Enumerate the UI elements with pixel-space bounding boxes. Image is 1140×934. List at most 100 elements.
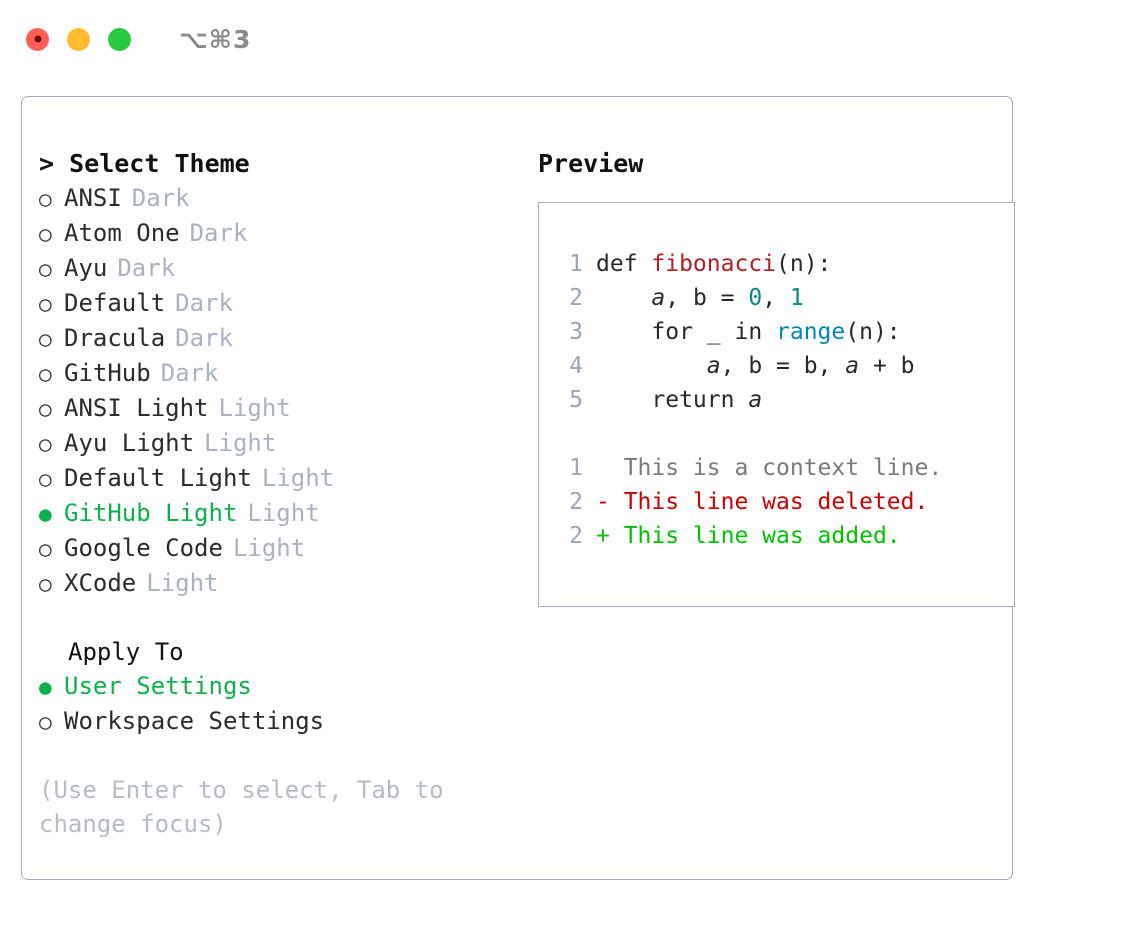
diff-line-add: 2+ This line was added. (559, 519, 1014, 553)
theme-kind-badge: Dark (131, 184, 190, 212)
code-token-plain: , (665, 285, 693, 311)
theme-list-item[interactable]: ○ Dracula Dark (39, 321, 501, 356)
zoom-button-icon[interactable] (108, 27, 131, 51)
code-line: 3 for _ in range(n): (559, 315, 1014, 349)
theme-kind-badge: Light (218, 394, 291, 422)
theme-kind-badge: Light (146, 569, 219, 597)
apply-to-option[interactable]: ○Workspace Settings (39, 704, 501, 739)
code-line-content: for _ in range(n): (596, 315, 900, 349)
theme-name-label: GitHub Light (64, 499, 238, 527)
shortcut-keycap-label: ⌥⌘3 (179, 24, 252, 54)
code-token-var: a (651, 285, 666, 311)
code-token-plain (596, 353, 707, 379)
code-token-num: 0 (748, 285, 763, 311)
line-number: 1 (569, 251, 583, 277)
code-token-func: fibonacci (651, 251, 777, 277)
diff-line-context: 1 This is a context line. (559, 451, 1014, 485)
radio-empty-icon[interactable]: ○ (39, 292, 52, 316)
code-line: 4 a, b = b, a + b (559, 349, 1014, 383)
theme-name-label: Google Code (64, 534, 223, 562)
code-token-num: 1 (789, 285, 804, 311)
code-token-plain: def (596, 251, 652, 277)
radio-empty-icon[interactable]: ○ (39, 432, 52, 456)
radio-selected-icon[interactable]: ● (39, 675, 52, 699)
code-line: 5 return a (559, 383, 1014, 417)
theme-kind-badge: Dark (175, 324, 233, 352)
diff-line-content: + This line was added. (596, 523, 901, 549)
theme-list-item[interactable]: ○ Default Light Light (39, 461, 501, 496)
diff-sample: 1 This is a context line. 2 - This line wa… (559, 451, 1014, 553)
code-token-var: a (845, 353, 860, 379)
radio-empty-icon[interactable]: ○ (39, 537, 52, 561)
diff-line-del: 2 - This line was deleted. (559, 485, 1014, 519)
diff-line-content: This is a context line. (596, 455, 943, 481)
code-token-plain: , b = b, (720, 353, 846, 379)
theme-list-item[interactable]: ○ Google Code Light (39, 531, 501, 566)
theme-list-item[interactable]: ● GitHub Light Light (39, 496, 501, 531)
theme-name-label: Atom One (64, 219, 180, 247)
theme-kind-badge: Light (232, 534, 306, 562)
radio-empty-icon[interactable]: ○ (39, 467, 52, 491)
diff-line-content: - This line was deleted. (596, 489, 929, 515)
code-token-plain: return (596, 387, 749, 413)
theme-list-item[interactable]: ○ ANSI Dark (39, 181, 501, 216)
theme-name-label: Default Light (64, 464, 252, 492)
radio-empty-icon[interactable]: ○ (39, 222, 52, 246)
apply-to-list[interactable]: ● User Settings ○Workspace Settings (39, 669, 501, 739)
code-token-plain: for _ in (596, 319, 777, 345)
code-line-content: return a (596, 383, 762, 417)
theme-list-item[interactable]: ○ ANSI Light Light (39, 391, 501, 426)
code-token-builtin: range (776, 319, 846, 345)
radio-empty-icon[interactable]: ○ (39, 257, 52, 281)
radio-empty-icon[interactable]: ○ (39, 187, 52, 211)
radio-selected-icon[interactable]: ● (39, 502, 52, 526)
theme-kind-badge: Dark (160, 359, 219, 387)
code-token-plain: , (762, 285, 790, 311)
radio-empty-icon[interactable]: ○ (39, 362, 52, 386)
close-button-icon[interactable] (26, 27, 49, 51)
radio-empty-icon[interactable]: ○ (39, 710, 52, 734)
apply-to-section: Apply To ●User Settings○Workspace Settin… (39, 635, 501, 739)
keyboard-hint-text: (Use Enter to select, Tab to change focu… (39, 776, 459, 838)
apply-to-option-label: User Settings (64, 672, 252, 700)
theme-kind-badge: Light (247, 499, 320, 527)
theme-name-label: ANSI (64, 184, 122, 212)
radio-empty-icon[interactable]: ○ (39, 327, 52, 351)
theme-name-label: Dracula (64, 324, 166, 352)
theme-name-label: XCode (64, 569, 137, 597)
minimize-button-icon[interactable] (67, 27, 90, 51)
theme-name-label: Default (64, 289, 166, 317)
select-theme-heading: > Select Theme (39, 149, 250, 178)
code-token-plain (596, 285, 651, 311)
code-line: 1 def fibonacci(n): (559, 247, 1014, 281)
code-line-content: def fibonacci(n): (596, 247, 831, 281)
theme-kind-badge: Light (261, 464, 335, 492)
theme-name-label: Ayu Light (64, 429, 195, 457)
radio-empty-icon[interactable]: ○ (39, 397, 52, 421)
line-number: 2 (569, 489, 583, 515)
theme-list-item[interactable]: ○ XCode Light (39, 566, 501, 601)
line-number: 5 (569, 387, 583, 413)
code-token-plain: + b (859, 353, 915, 379)
preview-spacer (559, 417, 1014, 451)
theme-name-label: ANSI Light (64, 394, 209, 422)
code-token-var: a (748, 387, 763, 413)
apply-to-option[interactable]: ● User Settings (39, 669, 501, 704)
code-token-plain: b (692, 285, 707, 311)
code-token-plain: (n): (776, 251, 832, 277)
line-number: 3 (569, 319, 583, 345)
radio-empty-icon[interactable]: ○ (39, 572, 52, 596)
code-line-content: a, b = b, a + b (596, 349, 915, 383)
code-line-content: a, b = 0, 1 (596, 281, 804, 315)
theme-kind-badge: Dark (117, 254, 176, 282)
